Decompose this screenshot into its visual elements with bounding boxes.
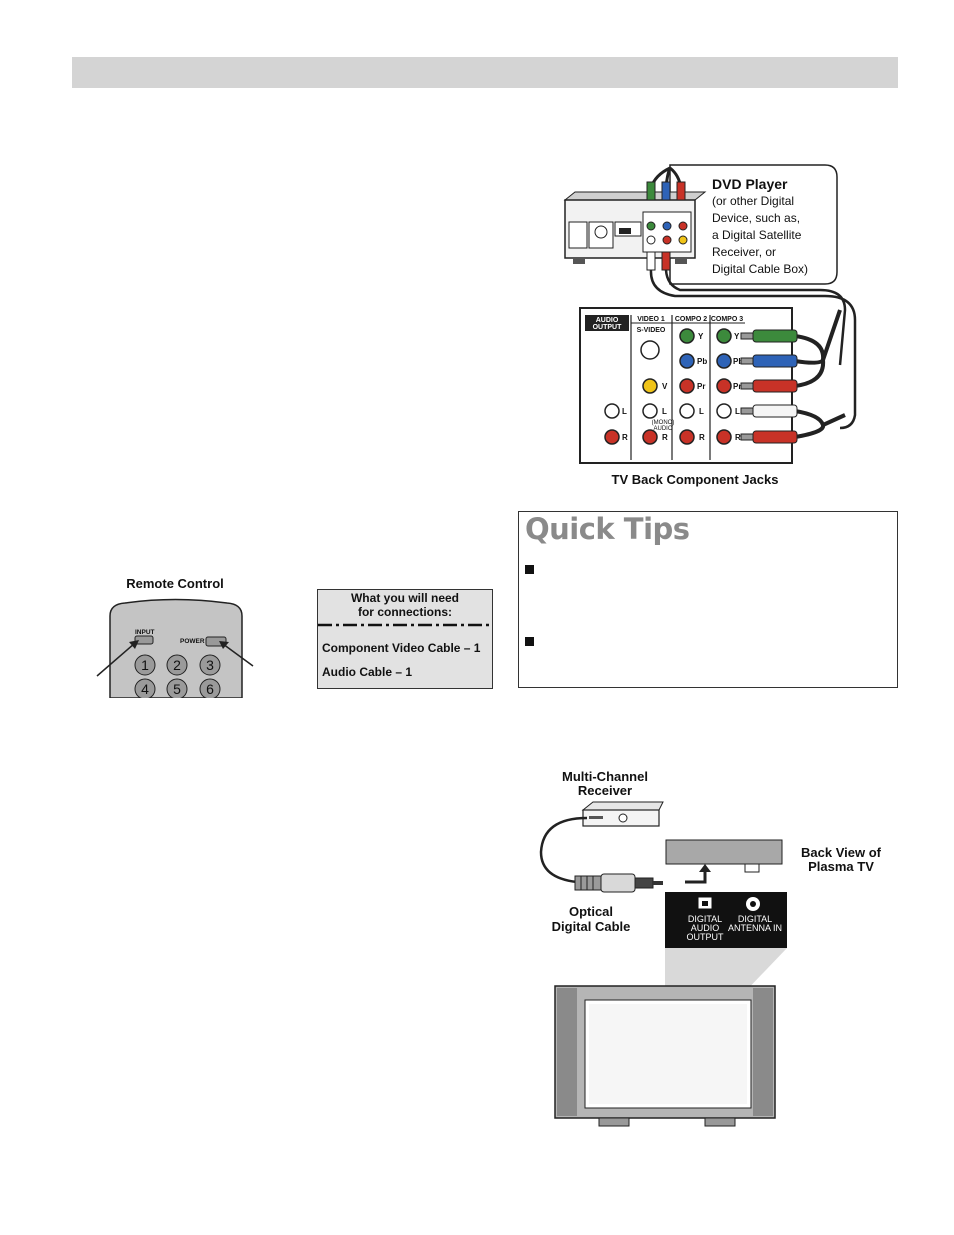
- svg-text:AUDIO: AUDIO: [691, 923, 720, 933]
- quick-tips-box: [518, 511, 898, 688]
- svg-text:R: R: [662, 433, 668, 442]
- svg-text:Y: Y: [734, 332, 740, 341]
- need-item: Component Video Cable – 1: [322, 641, 481, 655]
- component-connection-diagram: AUDIO OUTPUT VIDEO 1 COMPO 2 COMPO 3 S-V…: [563, 164, 857, 464]
- dvd-video-plugs: [646, 166, 686, 201]
- svg-text:S-VIDEO: S-VIDEO: [637, 327, 666, 334]
- dash-dot-divider: [318, 623, 491, 627]
- svg-text:COMPO 3: COMPO 3: [711, 316, 743, 323]
- svg-text:Pr: Pr: [697, 382, 705, 391]
- key-3: 3: [206, 657, 214, 673]
- port-digital-antenna-label: DIGITAL: [738, 914, 772, 924]
- callout-bubble: [669, 164, 838, 285]
- plasma-tv-illustration: [554, 985, 776, 1127]
- svg-text:L: L: [699, 407, 704, 416]
- tv-cable-plugs: [740, 309, 846, 444]
- back-view-label: Back View of Plasma TV: [801, 845, 881, 874]
- port-panel: [665, 892, 787, 948]
- svg-text:AUDIO: AUDIO: [596, 317, 619, 324]
- power-key-label: POWER: [180, 638, 205, 645]
- svg-text:L: L: [735, 407, 740, 416]
- section-header-bar: [72, 57, 898, 88]
- optical-connection-diagram: DIGITAL AUDIO OUTPUT DIGITAL ANTENNA IN: [539, 801, 787, 1127]
- pointer-line: [96, 642, 136, 677]
- remote-control-illustration: INPUT POWER 1 2 3 4 5 6: [96, 598, 254, 698]
- need-item: Audio Cable – 1: [322, 665, 413, 679]
- svg-text:R: R: [622, 433, 628, 442]
- svg-text:VIDEO 1: VIDEO 1: [637, 316, 665, 323]
- input-key: [134, 635, 154, 645]
- quick-tips-title: Quick Tips: [525, 512, 690, 546]
- remote-caption: Remote Control: [126, 576, 224, 591]
- svg-text:V: V: [662, 382, 668, 391]
- key-4: 4: [141, 681, 149, 697]
- svg-text:L: L: [662, 407, 667, 416]
- key-5: 5: [173, 681, 181, 697]
- dvd-player-illustration: [563, 191, 707, 264]
- key-6: 6: [206, 681, 214, 697]
- needs-box: [317, 589, 493, 689]
- svg-text:Pr: Pr: [733, 382, 741, 391]
- key-2: 2: [173, 657, 181, 673]
- pointer-line: [222, 643, 254, 667]
- tip-bullet: [525, 565, 534, 574]
- dvd-player-title: DVD Player: [712, 176, 788, 192]
- svg-text:Pb: Pb: [733, 357, 743, 366]
- optical-cable: [539, 816, 588, 884]
- tv-back-strip: [665, 839, 783, 865]
- number-keypad: 1 2 3 4 5 6: [134, 654, 221, 698]
- arrow-icon: [685, 870, 707, 884]
- receiver-illustration: [581, 801, 664, 827]
- svg-text:R: R: [699, 433, 705, 442]
- svg-text:L: L: [622, 407, 627, 416]
- tv-back-caption: TV Back Component Jacks: [611, 472, 779, 487]
- input-key-label: INPUT: [135, 629, 155, 636]
- needs-heading: What you will need for connections:: [350, 591, 459, 619]
- key-1: 1: [141, 657, 149, 673]
- optical-cable-label: Optical Digital Cable: [551, 904, 631, 934]
- zoom-beam: [665, 948, 787, 996]
- receiver-label: Multi-Channel Receiver: [562, 769, 648, 798]
- svg-text:Y: Y: [698, 332, 704, 341]
- svg-text:OUTPUT: OUTPUT: [593, 324, 623, 331]
- svg-text:AUDIO: AUDIO: [653, 426, 672, 432]
- svg-text:OUTPUT: OUTPUT: [687, 932, 725, 942]
- svg-text:R: R: [735, 433, 741, 442]
- dvd-player-description: (or other Digital Device, such as, a Dig…: [712, 194, 809, 276]
- dvd-audio-plugs: [646, 251, 857, 430]
- svg-text:Pb: Pb: [697, 357, 707, 366]
- svg-text:ANTENNA IN: ANTENNA IN: [728, 923, 782, 933]
- tip-bullet: [525, 637, 534, 646]
- svg-text:(MONO): (MONO): [652, 420, 675, 426]
- svg-text:COMPO 2: COMPO 2: [675, 316, 707, 323]
- port-digital-audio-label: DIGITAL: [688, 914, 722, 924]
- optical-plug: [574, 873, 663, 893]
